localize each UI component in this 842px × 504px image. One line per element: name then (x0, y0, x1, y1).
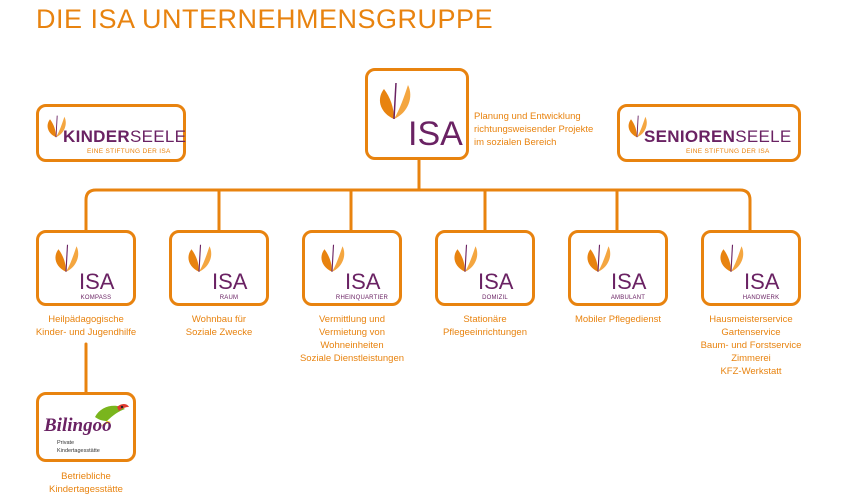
parrot-icon (95, 404, 129, 426)
isa-main-description: Planung und Entwicklung richtungsweisend… (474, 111, 594, 148)
seniorenseele-name: SENIORENSEELE (644, 127, 792, 146)
isa-domizil-card: ISA DOMIZIL (435, 230, 535, 306)
seniorenseele-card: SENIORENSEELE EINE STIFTUNG DER ISA (617, 104, 801, 162)
bilingoo-tagline: Private Kindertagesstätte (57, 440, 100, 454)
isa-rheinquartier-description: Vermittlung und Vermietung von Wohneinhe… (299, 314, 405, 364)
isa-domizil-sub: DOMIZIL (482, 295, 508, 301)
isa-kompass-description: Heilpädagogische Kinder- und Jugendhilfe (35, 314, 137, 338)
isa-kompass-sub: KOMPASS (80, 295, 112, 301)
isa-raum-description: Wohnbau für Soziale Zwecke (185, 314, 253, 338)
connector-bus (84, 188, 752, 232)
bilingoo-logo: Bilingoo (44, 415, 112, 436)
isa-ambulant-logo: ISA (611, 269, 647, 294)
isa-rheinquartier-sub: RHEINQUARTIER (335, 295, 389, 301)
isa-handwerk-logo: ISA (744, 269, 780, 294)
isa-main-card: ISA (365, 68, 469, 160)
kinderseele-tagline: EINE STIFTUNG DER ISA (87, 148, 171, 155)
isa-main-logo: ISA (408, 115, 463, 153)
isa-raum-logo: ISA (212, 269, 248, 294)
bilingoo-description: Betriebliche Kindertagesstätte (49, 471, 123, 495)
butterfly-icon (379, 82, 411, 120)
page-title: DIE ISA UNTERNEHMENSGRUPPE (36, 4, 494, 34)
isa-domizil-description: Stationäre Pflegeeinrichtungen (443, 314, 527, 338)
butterfly-icon (628, 115, 647, 138)
butterfly-icon (188, 244, 212, 272)
isa-ambulant-card: ISA AMBULANT (568, 230, 668, 306)
isa-domizil-logo: ISA (478, 269, 514, 294)
butterfly-icon (55, 244, 79, 272)
isa-handwerk-sub: HANDWERK (742, 295, 780, 301)
isa-ambulant-description: Mobiler Pflegedienst (574, 314, 662, 325)
kinderseele-name: KINDERSEELE (63, 127, 187, 146)
butterfly-icon (587, 244, 611, 272)
isa-raum-sub: RAUM (219, 295, 239, 301)
butterfly-icon (454, 244, 478, 272)
isa-raum-card: ISA RAUM (169, 230, 269, 306)
isa-handwerk-card: ISA HANDWERK (701, 230, 801, 306)
isa-rheinquartier-logo: ISA (345, 269, 381, 294)
isa-kompass-card: ISA KOMPASS (36, 230, 136, 306)
butterfly-icon (47, 115, 66, 138)
kinderseele-card: KINDERSEELE EINE STIFTUNG DER ISA (36, 104, 186, 162)
isa-ambulant-sub: AMBULANT (610, 295, 646, 301)
butterfly-icon (321, 244, 345, 272)
isa-kompass-logo: ISA (79, 269, 115, 294)
seniorenseele-tagline: EINE STIFTUNG DER ISA (686, 148, 770, 155)
bilingoo-card: Bilingoo Private Kindertagesstätte (36, 392, 136, 462)
isa-handwerk-description: Hausmeisterservice Gartenservice Baum- u… (700, 314, 802, 377)
isa-rheinquartier-card: ISA RHEINQUARTIER (302, 230, 402, 306)
butterfly-icon (720, 244, 744, 272)
